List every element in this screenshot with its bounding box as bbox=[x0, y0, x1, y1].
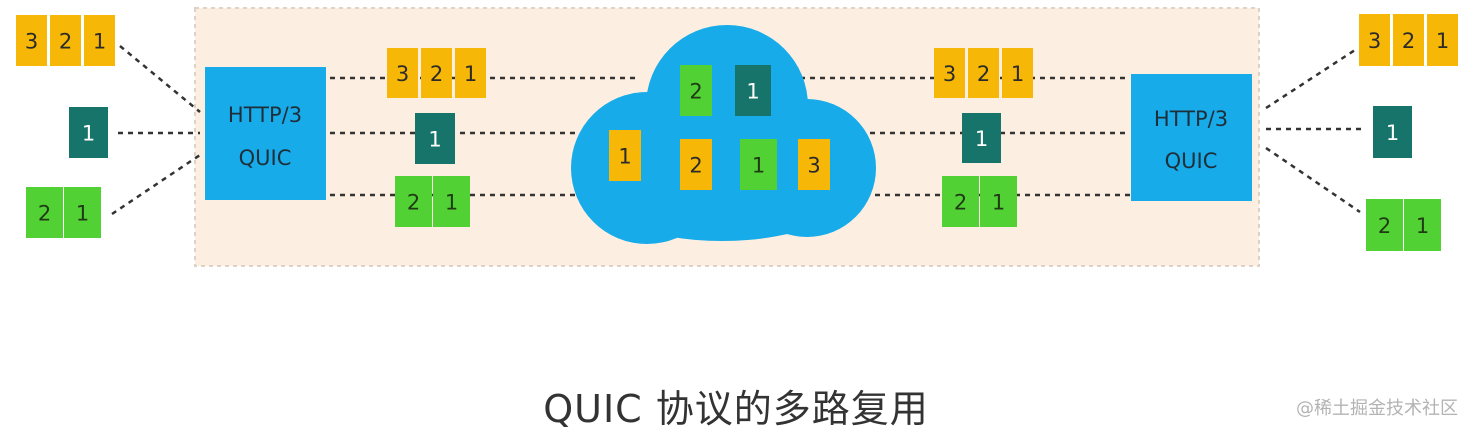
packet-stream3-right-wire-2: 1 bbox=[980, 176, 1017, 227]
packet-stream3-right-dest-2: 1 bbox=[1404, 199, 1441, 251]
packet-stream1-left-source-3-label: 1 bbox=[93, 30, 106, 54]
packet-stream1-right-dest-1: 3 bbox=[1359, 14, 1390, 66]
packet-stream3-right-dest-1: 2 bbox=[1366, 199, 1403, 251]
packet-stream1-left-wire-3: 1 bbox=[455, 48, 486, 98]
cloud-packet-2-label: 1 bbox=[746, 80, 759, 104]
right-endpoint-protocol: HTTP/3 bbox=[1154, 107, 1228, 131]
cloud-packet-5-label: 1 bbox=[752, 154, 765, 178]
cloud-packet-1-label: 2 bbox=[689, 80, 702, 104]
packet-stream2-right-dest-1: 1 bbox=[1373, 106, 1412, 158]
cloud-packet-1: 2 bbox=[680, 65, 712, 116]
left-endpoint-box bbox=[205, 67, 326, 200]
packet-stream1-right-dest-3: 1 bbox=[1427, 14, 1458, 66]
cloud-packet-6-label: 3 bbox=[807, 154, 820, 178]
packet-stream1-right-wire-2: 2 bbox=[968, 48, 999, 98]
packet-stream3-left-source-2-label: 1 bbox=[76, 202, 89, 226]
diagram-caption: QUIC 协议的多路复用 bbox=[543, 387, 929, 431]
packet-stream3-left-wire-2: 1 bbox=[433, 176, 470, 227]
packet-stream3-right-dest-2-label: 1 bbox=[1416, 214, 1429, 238]
packet-stream1-left-wire-3-label: 1 bbox=[464, 62, 477, 86]
cloud-packet-4-label: 2 bbox=[689, 154, 702, 178]
packet-stream2-left-source-1-label: 1 bbox=[82, 122, 95, 146]
packet-stream1-right-dest-2: 2 bbox=[1393, 14, 1424, 66]
cloud-packet-3: 1 bbox=[609, 130, 641, 181]
packet-stream2-right-wire-1-label: 1 bbox=[975, 127, 988, 151]
packet-stream1-right-wire-1: 3 bbox=[934, 48, 965, 98]
line-left-stream-3 bbox=[111, 153, 201, 216]
packet-stream1-left-wire-1: 3 bbox=[387, 48, 418, 98]
line-left-stream-1 bbox=[119, 45, 201, 113]
packet-stream1-right-wire-3: 1 bbox=[1002, 48, 1033, 98]
packet-stream3-right-wire-1-label: 2 bbox=[954, 191, 967, 215]
packet-stream3-left-wire-1-label: 2 bbox=[407, 191, 420, 215]
packet-stream3-right-wire-2-label: 1 bbox=[992, 191, 1005, 215]
packet-stream1-left-source-1-label: 3 bbox=[25, 30, 38, 54]
packet-stream1-left-source-1: 3 bbox=[16, 15, 47, 66]
packet-stream1-right-dest-2-label: 2 bbox=[1402, 29, 1415, 53]
line-right-stream-1 bbox=[1265, 48, 1356, 110]
left-endpoint-protocol: HTTP/3 bbox=[228, 103, 302, 127]
packet-stream1-left-source-2: 2 bbox=[50, 15, 81, 66]
packet-stream1-right-dest-3-label: 1 bbox=[1436, 29, 1449, 53]
packet-stream2-right-dest-1-label: 1 bbox=[1386, 121, 1399, 145]
packet-stream3-right-wire-1: 2 bbox=[942, 176, 979, 227]
left-endpoint-transport: QUIC bbox=[239, 146, 292, 170]
right-endpoint-box bbox=[1131, 74, 1252, 201]
line-right-stream-3 bbox=[1265, 146, 1361, 214]
packet-stream1-left-wire-2: 2 bbox=[421, 48, 452, 98]
packet-stream1-left-source-3: 1 bbox=[84, 15, 115, 66]
packet-stream1-right-dest-1-label: 3 bbox=[1368, 29, 1381, 53]
packet-stream1-right-wire-1-label: 3 bbox=[943, 62, 956, 86]
packet-stream3-left-source-2: 1 bbox=[64, 187, 101, 238]
packet-stream1-left-source-2-label: 2 bbox=[59, 30, 72, 54]
packet-stream3-left-source-1-label: 2 bbox=[38, 202, 51, 226]
packet-stream1-right-wire-2-label: 2 bbox=[977, 62, 990, 86]
watermark: @稀土掘金技术社区 bbox=[1296, 398, 1458, 419]
packet-stream3-right-dest-1-label: 2 bbox=[1378, 214, 1391, 238]
packet-stream2-left-wire-1: 1 bbox=[415, 113, 455, 164]
right-endpoint: HTTP/3 QUIC bbox=[1131, 74, 1252, 201]
cloud-packet-2: 1 bbox=[735, 65, 771, 116]
packet-stream2-left-source-1: 1 bbox=[69, 107, 108, 158]
packet-stream3-left-wire-2-label: 1 bbox=[445, 191, 458, 215]
packet-stream1-left-wire-2-label: 2 bbox=[430, 62, 443, 86]
cloud-packet-3-label: 1 bbox=[618, 145, 631, 169]
cloud-packet-4: 2 bbox=[680, 139, 712, 190]
left-endpoint: HTTP/3 QUIC bbox=[205, 67, 326, 200]
right-endpoint-transport: QUIC bbox=[1165, 149, 1218, 173]
cloud-packet-6: 3 bbox=[798, 139, 830, 190]
packet-stream2-left-wire-1-label: 1 bbox=[428, 128, 441, 152]
packet-stream3-left-wire-1: 2 bbox=[395, 176, 432, 227]
packet-stream1-right-wire-3-label: 1 bbox=[1011, 62, 1024, 86]
packet-stream3-left-source-1: 2 bbox=[26, 187, 63, 238]
packet-stream1-left-wire-1-label: 3 bbox=[396, 62, 409, 86]
cloud-packet-5: 1 bbox=[740, 139, 777, 190]
packet-stream2-right-wire-1: 1 bbox=[962, 113, 1001, 163]
